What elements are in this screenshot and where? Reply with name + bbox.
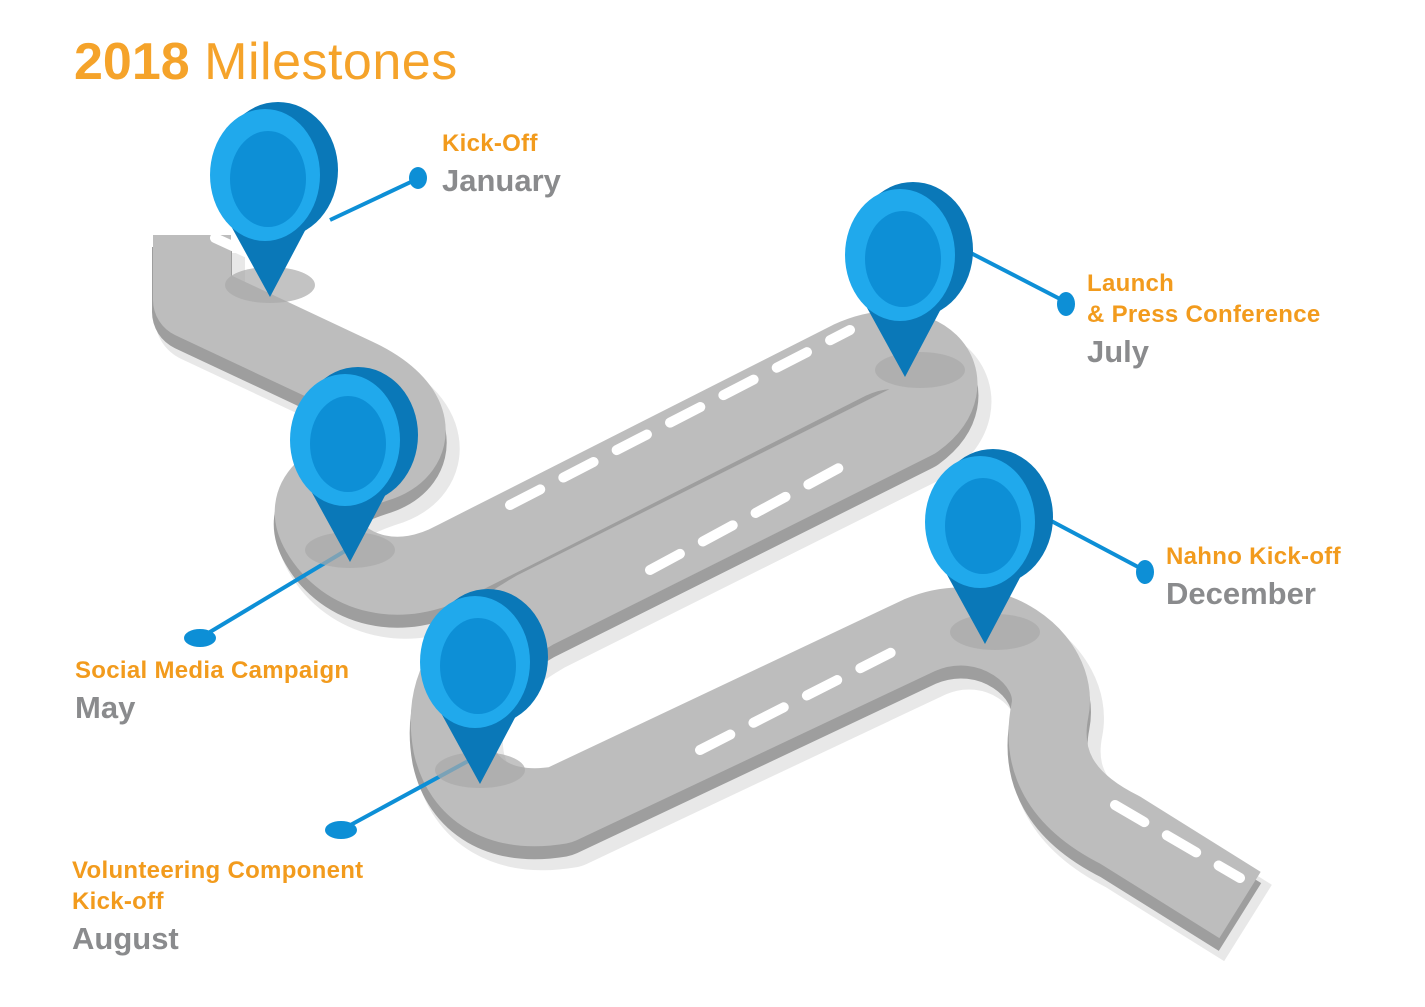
milestone-name: Nahno Kick-off [1166,543,1341,570]
milestone-january: Kick-Off January [442,128,561,201]
pin-july-icon [845,182,973,388]
milestone-month: July [1087,334,1150,369]
connector-january [329,167,427,222]
pin-january-icon [210,102,338,303]
title-word: Milestones [204,33,458,91]
pin-august-icon [420,589,548,788]
milestone-name-line2: Kick-off [72,888,164,915]
milestone-august: Volunteering Component Kick-off August [72,855,363,959]
milestone-may: Social Media Campaign May [75,655,349,728]
milestone-name-line2: & Press Conference [1087,301,1321,328]
milestone-name-line1: Launch [1087,270,1175,297]
milestone-name: Kick-Off [442,130,538,157]
milestone-july: Launch & Press Conference July [1087,268,1321,372]
milestone-month: December [1166,576,1316,611]
milestone-name: Social Media Campaign [75,657,350,684]
pin-may-icon [290,367,418,568]
milestone-december: Nahno Kick-off December [1166,541,1341,614]
milestone-name-line1: Volunteering Component [72,857,364,884]
connector-july [964,248,1075,316]
title-year: 2018 [74,33,190,91]
milestone-month: May [75,690,136,725]
pin-december-icon [925,449,1053,650]
milestone-month: August [72,921,179,956]
diagram-title: 2018 Milestones [74,30,458,94]
connector-december [1039,513,1154,584]
milestone-month: January [442,163,561,198]
